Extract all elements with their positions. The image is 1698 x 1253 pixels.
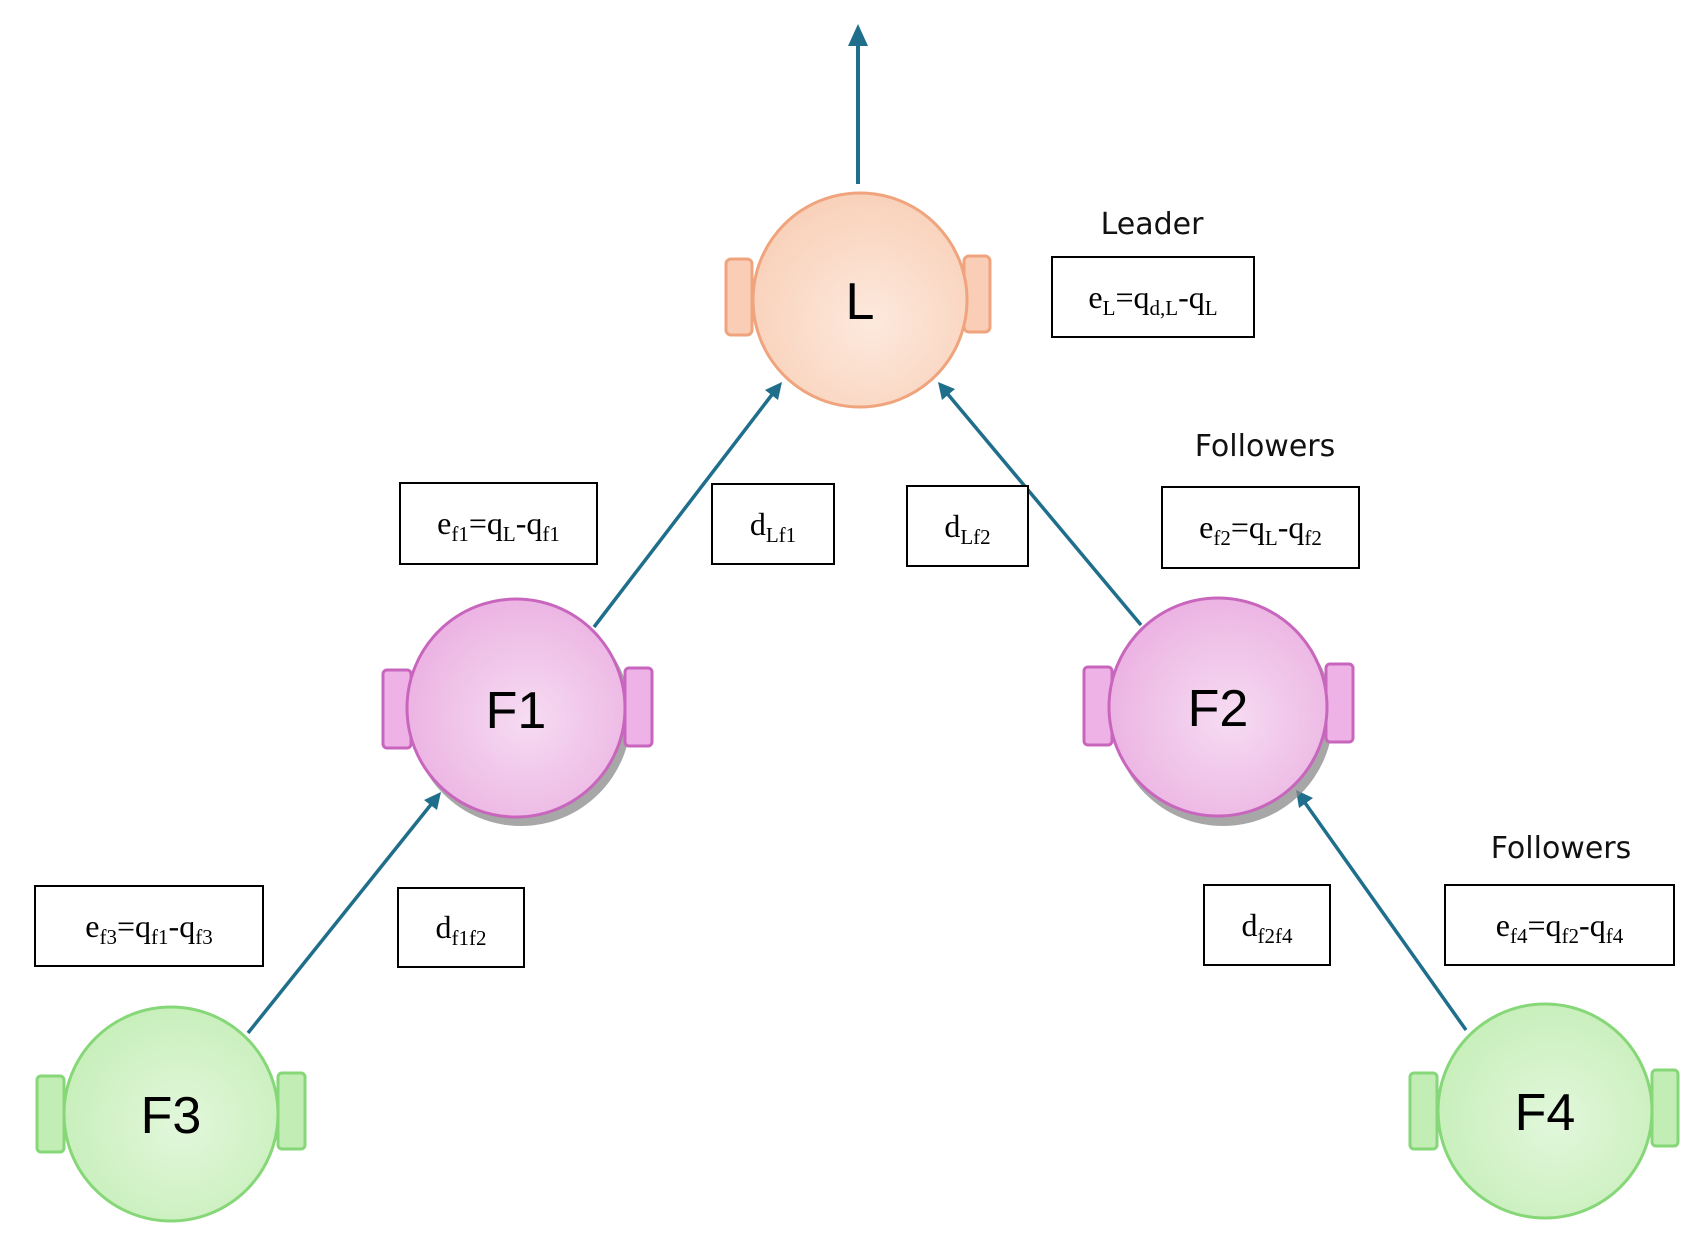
f2-to-leader-arrowhead (938, 382, 955, 400)
leader-body (751, 191, 969, 409)
leader-label: Leader (1101, 207, 1205, 242)
f3-to-f1-arrow (246, 800, 435, 1035)
f1-error-expression: ef1=qL-qf1 (437, 505, 560, 546)
leader-heading-arrowhead (848, 24, 868, 46)
f3-left-wheel (35, 1074, 66, 1154)
f4-to-f2-arrow (1301, 798, 1468, 1032)
f1-error-box: ef1=qL-qf1 (399, 482, 598, 565)
leader-error-box: eL=qd,L-qL (1051, 256, 1255, 338)
followers-label-lower: Followers (1491, 831, 1632, 866)
leader-error-expression: eL=qd,L-qL (1088, 278, 1218, 320)
distance-box-f2-f4: df2f4 (1203, 884, 1331, 966)
f2-to-leader-arrow (944, 390, 1143, 627)
distance-box-l-f1: dLf1 (711, 483, 835, 565)
distance-l-f1: dLf1 (749, 505, 797, 547)
arrows (246, 24, 1468, 1035)
f2-body (1107, 596, 1329, 818)
f1-body (405, 597, 627, 819)
f1-to-leader-arrowhead (765, 382, 782, 400)
f4-to-f2-arrowhead (1296, 790, 1313, 808)
f4-right-wheel (1650, 1068, 1680, 1148)
follower-f4-robot: F4 (1408, 1002, 1680, 1220)
f3-body (62, 1005, 280, 1223)
distance-box-f1-f2: df1f2 (397, 887, 525, 968)
f1-right-wheel (623, 666, 654, 748)
f1-to-leader-arrow (592, 390, 776, 629)
f4-robot-label: F4 (1515, 1084, 1576, 1142)
follower-f2-robot: F2 (1082, 596, 1355, 826)
distance-f1-f2: df1f2 (435, 909, 487, 950)
followers-label-upper: Followers (1195, 429, 1336, 464)
f2-error-expression: ef2=qL-qf2 (1199, 509, 1322, 550)
follower-f3-robot: F3 (35, 1005, 307, 1223)
f3-error-box: ef3=qf1-qf3 (34, 885, 264, 967)
f2-error-box: ef2=qL-qf2 (1161, 486, 1360, 569)
f4-error-box: ef4=qf2-qf4 (1444, 884, 1675, 966)
f3-to-f1-arrowhead (424, 792, 441, 810)
f2-right-wheel (1324, 662, 1355, 744)
f4-body (1436, 1002, 1654, 1220)
f2-robot-label: F2 (1188, 680, 1249, 738)
f1-robot-label: F1 (486, 682, 547, 740)
distance-l-f2: dLf2 (944, 507, 991, 549)
f4-left-wheel (1408, 1071, 1439, 1151)
leader-robot-label: L (846, 273, 875, 331)
leader-robot: L (724, 191, 992, 409)
f3-right-wheel (276, 1071, 307, 1151)
f3-error-expression: ef3=qf1-qf3 (85, 907, 213, 949)
f3-robot-label: F3 (141, 1087, 202, 1145)
f4-error-expression: ef4=qf2-qf4 (1495, 906, 1624, 948)
follower-f1-robot: F1 (381, 597, 654, 826)
distance-f2-f4: df2f4 (1241, 906, 1293, 948)
distance-box-l-f2: dLf2 (906, 485, 1029, 567)
leader-left-wheel (724, 257, 754, 337)
